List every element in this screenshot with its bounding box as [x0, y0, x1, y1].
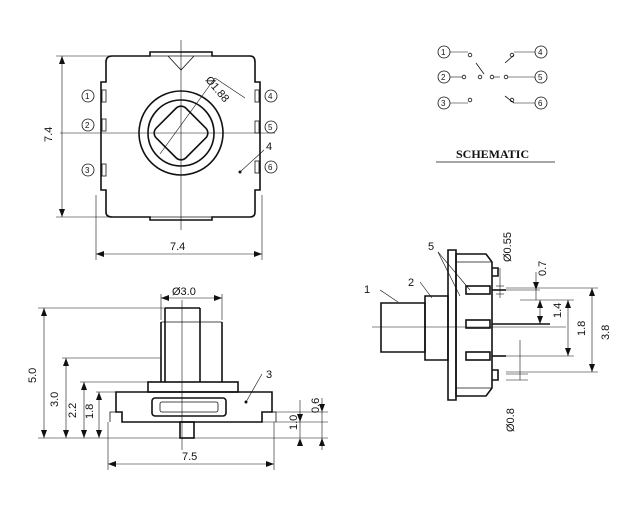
top-pin-2-label: 2	[85, 121, 90, 130]
side-collar	[424, 295, 449, 361]
side-pin-middle	[465, 319, 491, 329]
front-height-18-label: 1.8	[84, 404, 96, 419]
side-callout-2-label: 2	[408, 277, 414, 289]
side-view: 1 2 5 Ø0.55 0.7 1.4 1.8 3.8	[364, 232, 612, 432]
top-pins-left: 1 2 3	[81, 89, 107, 177]
knob-square-shaft	[153, 105, 209, 161]
top-view: Ø1.88 1 2 3 4 5 6 4 7.4 7.4	[43, 40, 278, 260]
front-right-10-label: 1.0	[288, 415, 300, 430]
callout-5-leader-a	[437, 251, 471, 291]
front-width-dim-label: 7.5	[182, 451, 197, 463]
callout-1-leader	[379, 289, 399, 303]
front-right-06-label: 0.6	[310, 398, 322, 413]
front-flange	[147, 381, 239, 393]
sch-pin-4-label: 4	[538, 48, 543, 57]
front-view: 3 Ø3.0 5.0 3.0 2.2 1.8 1.0 0.6	[27, 286, 328, 470]
side-pin-18-label: 1.8	[576, 321, 588, 336]
side-pin-pitch-label: 0.7	[537, 261, 549, 276]
side-shaft	[380, 302, 426, 353]
front-body	[115, 391, 273, 423]
schematic: 1 2 3 4 5 6 SCHEMATIC	[436, 45, 555, 163]
side-overall-label: 3.8	[600, 325, 612, 340]
top-pin-1-label: 1	[85, 92, 90, 101]
callout-4-leader	[239, 149, 265, 173]
sch-pin-3-label: 3	[441, 99, 446, 108]
side-pin-top	[465, 285, 491, 295]
front-slot	[151, 397, 227, 417]
front-callout-3-label: 3	[266, 369, 272, 381]
top-pin-6-label: 6	[268, 163, 273, 172]
front-terminal	[179, 421, 195, 439]
side-pin-dia-top-label: Ø0.55	[502, 232, 514, 262]
schematic-title: SCHEMATIC	[456, 147, 529, 161]
front-shaft-dim-label: Ø3.0	[172, 286, 196, 298]
top-height-dim-label: 7.4	[43, 127, 55, 142]
shaft-diameter-leader	[159, 77, 216, 155]
front-height-22-label: 2.2	[67, 403, 79, 418]
callout-2-leader	[419, 281, 433, 299]
side-body	[455, 253, 493, 397]
side-pin-dia-bottom-label: Ø0.8	[505, 408, 517, 432]
top-callout-4-label: 4	[266, 141, 272, 153]
front-height-30-label: 3.0	[49, 392, 61, 407]
top-view-body-outline	[100, 51, 261, 221]
side-callout-1-label: 1	[364, 284, 370, 296]
callout-3-leader	[245, 373, 263, 403]
shaft-diameter-extension	[214, 77, 246, 99]
sch-pin-5-label: 5	[538, 73, 543, 82]
top-pin-4-label: 4	[268, 92, 273, 101]
top-pins-right: 4 5 6	[254, 89, 278, 174]
side-callout-5-label: 5	[428, 241, 434, 253]
front-shaft	[164, 307, 201, 382]
front-knob-collar	[160, 322, 223, 382]
top-width-dim-label: 7.4	[170, 241, 185, 253]
callout-5-leader-b	[437, 251, 461, 297]
sch-pin-6-label: 6	[538, 99, 543, 108]
top-pin-5-label: 5	[268, 123, 273, 132]
sch-pin-2-label: 2	[441, 73, 446, 82]
sch-pin-1-label: 1	[441, 48, 446, 57]
side-flange	[447, 249, 457, 401]
front-height-total-label: 5.0	[27, 368, 39, 383]
side-pin-bottom	[465, 351, 491, 361]
top-pin-3-label: 3	[85, 166, 90, 175]
schematic-switch-arm	[475, 62, 485, 75]
side-pin-14-label: 1.4	[552, 303, 564, 318]
